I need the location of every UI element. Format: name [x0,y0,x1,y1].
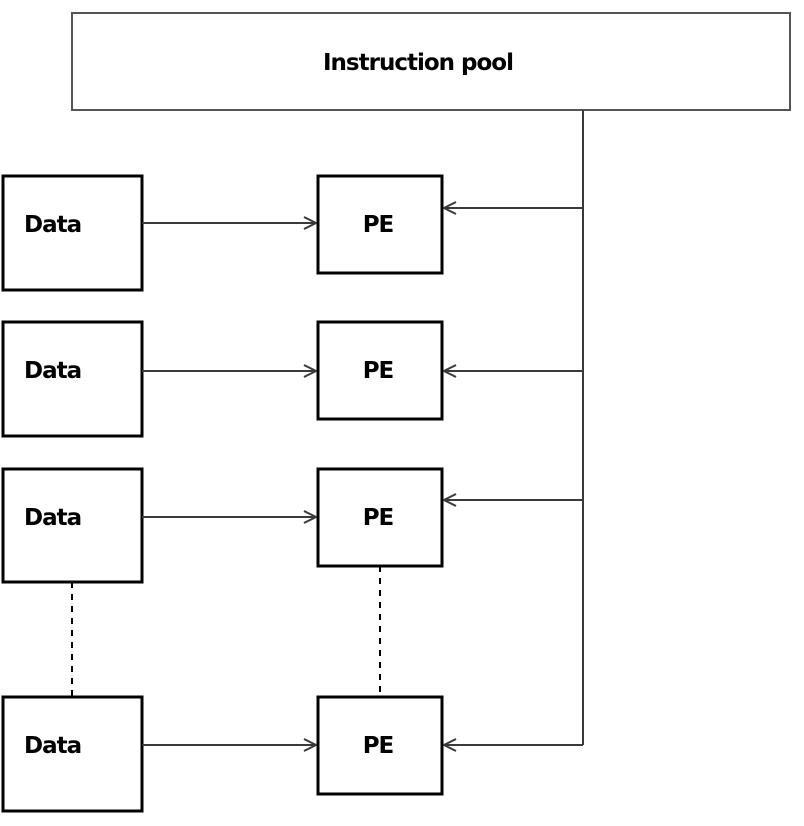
row-3: Data PE [1,467,583,584]
pe-label: PE [363,733,394,759]
pe-label: PE [363,212,394,238]
pe-box [316,174,444,275]
instruction-pool: Instruction pool [71,12,791,111]
data-label: Data [24,212,81,238]
pe-box [316,467,444,568]
data-box [1,320,144,438]
instruction-pool-box [71,12,791,111]
row-1: Data PE [1,174,583,292]
data-label: Data [24,358,81,384]
pe-label: PE [363,505,394,531]
row-4: Data PE [1,695,583,813]
data-box [1,695,144,813]
row-2: Data PE [1,320,583,438]
data-box [1,174,144,292]
pe-box [316,320,444,421]
data-label: Data [24,505,81,531]
pe-label: PE [363,358,394,384]
pe-box [316,695,444,796]
data-box [1,467,144,584]
data-label: Data [24,733,81,759]
instruction-pool-label: Instruction pool [323,50,513,76]
